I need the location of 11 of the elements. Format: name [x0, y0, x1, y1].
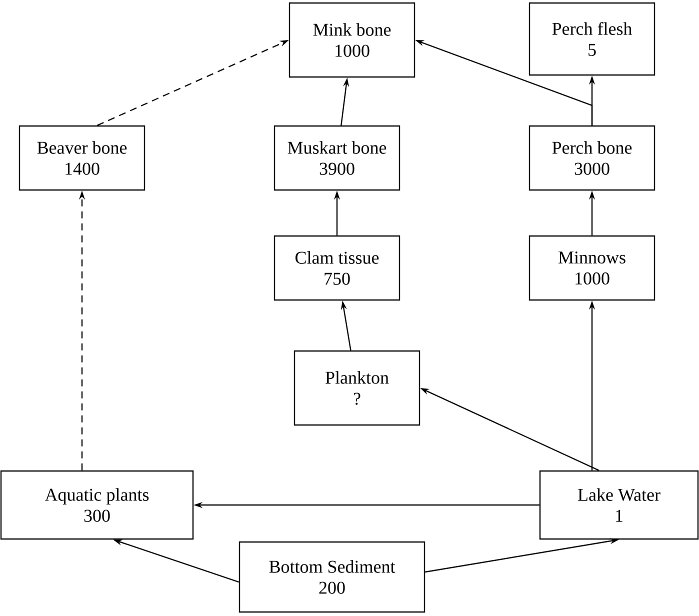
node-box: Muskart bone 3900	[274, 125, 400, 191]
node-box: Mink bone 1000	[288, 2, 416, 78]
node-box: Lake Water 1	[539, 470, 699, 540]
node-box: Bottom Sediment 200	[238, 541, 426, 613]
node-box: Plankton ?	[294, 350, 420, 426]
node-box: Perch bone 3000	[528, 125, 656, 191]
node-box: Aquatic plants 300	[0, 470, 194, 540]
node-box: Minnows 1000	[528, 235, 656, 301]
node-box: Perch flesh 5	[528, 2, 656, 76]
node-box: Clam tissue 750	[274, 235, 400, 301]
node-box: Beaver bone 1400	[18, 125, 146, 191]
